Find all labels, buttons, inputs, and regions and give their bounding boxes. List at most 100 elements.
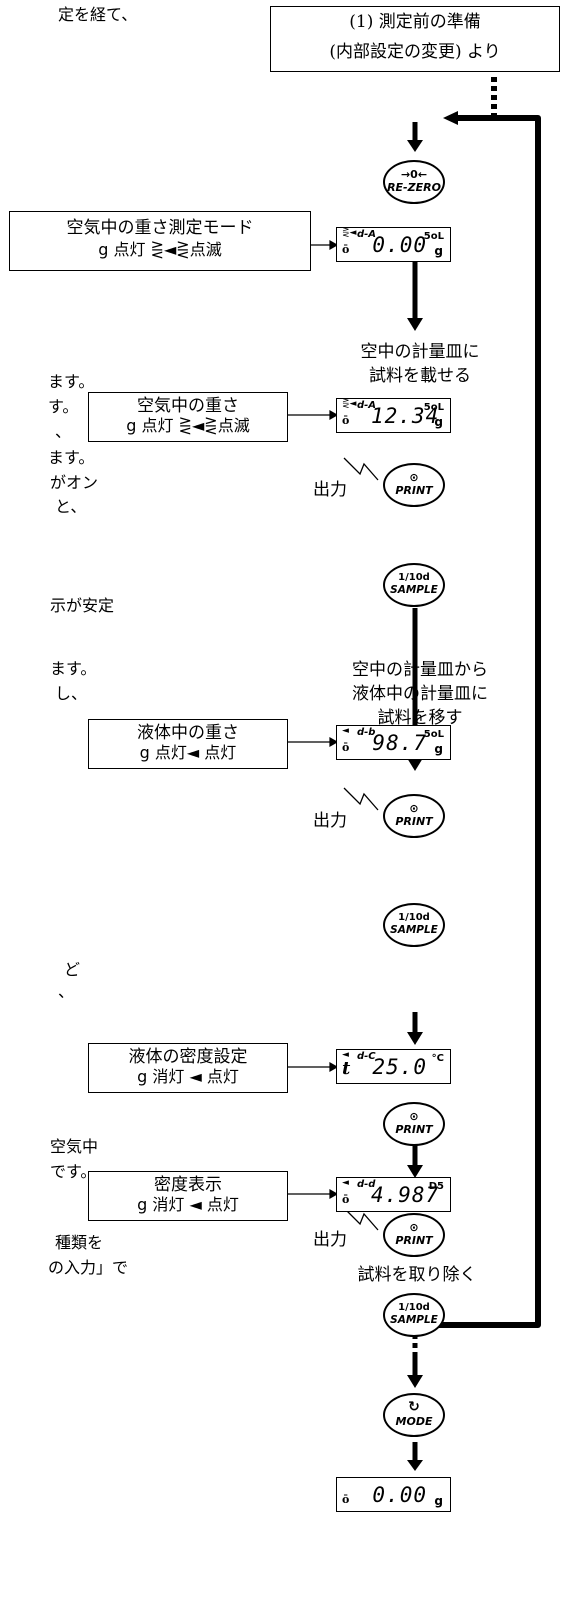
lcd-value: 12.34 bbox=[371, 404, 440, 428]
lcd-value: 98.7 bbox=[372, 731, 427, 755]
lcd-display: ⋛◄ ō d-A 0.00 5oL g bbox=[336, 227, 451, 262]
lcd-display: ō 0.00 g bbox=[336, 1477, 451, 1512]
mode-box-liquid-weight: 液体中の重さ g 点灯◄ 点灯 bbox=[88, 719, 288, 769]
print-button[interactable]: ⊙ PRINT bbox=[383, 1102, 445, 1146]
body-text-line: ます。 bbox=[50, 659, 97, 678]
sample-icon: 1/10d bbox=[398, 912, 430, 923]
output-label: 出力 bbox=[313, 1230, 347, 1250]
button-label: PRINT bbox=[395, 1123, 433, 1136]
down-arrow bbox=[407, 318, 423, 331]
button-label: SAMPLE bbox=[390, 584, 438, 596]
down-arrow bbox=[407, 758, 423, 771]
header-line-1: (1) 測定前の準備 bbox=[349, 12, 481, 32]
body-text-line: 、 bbox=[58, 982, 75, 1001]
zero-mark-icon: ō bbox=[342, 1193, 350, 1206]
sample-icon: 1/10d bbox=[398, 572, 430, 583]
button-label: SAMPLE bbox=[390, 1314, 438, 1326]
rezero-icon: →0← bbox=[400, 168, 428, 181]
mode-title: 液体中の重さ bbox=[137, 723, 239, 743]
print-icon: ⊙ bbox=[409, 1221, 419, 1234]
sample-button[interactable]: 1/10d SAMPLE bbox=[383, 1293, 445, 1337]
body-text-line: と、 bbox=[55, 497, 87, 516]
mode-title: 密度表示 bbox=[154, 1175, 222, 1195]
mode-title: 空気中の重さ bbox=[137, 396, 239, 416]
stable-mark-icon: ◄ bbox=[342, 1050, 349, 1060]
stable-mark-icon: ⋛◄ bbox=[342, 228, 357, 238]
body-text-line: 種類を bbox=[55, 1233, 104, 1252]
body-text-line: 示が安定 bbox=[50, 596, 115, 615]
button-label: PRINT bbox=[395, 1234, 433, 1247]
zero-mark-icon: ō bbox=[342, 243, 350, 256]
button-label: RE-ZERO bbox=[387, 181, 441, 194]
down-arrow bbox=[407, 1375, 423, 1388]
body-text-line: がオン bbox=[50, 473, 99, 492]
mode-box-air-weighing: 空気中の重さ測定モード g 点灯 ⋛◄⋛点滅 bbox=[9, 211, 311, 271]
print-icon: ⊙ bbox=[409, 1110, 419, 1123]
lcd-display: ◄ ō d-b 98.7 5oL g bbox=[336, 725, 451, 760]
print-button[interactable]: ⊙ PRINT bbox=[383, 1213, 445, 1257]
output-label: 出力 bbox=[313, 811, 347, 831]
loop-arrowhead bbox=[443, 111, 458, 125]
lcd-display: ◄ ō d-d 4.987 D5 bbox=[336, 1177, 451, 1212]
stable-mark-icon: ◄ bbox=[342, 726, 349, 736]
move-sample-label: 空中の計量皿から 液体中の計量皿に 試料を移す bbox=[352, 660, 488, 728]
stable-mark-icon: ⋛◄ bbox=[342, 399, 357, 409]
body-text-line: ます。 bbox=[48, 372, 95, 391]
body-text-line: ます。 bbox=[48, 448, 95, 467]
mode-indicator: g 消灯 ◄ 点灯 bbox=[137, 1195, 239, 1214]
zero-mark-icon: ō bbox=[342, 414, 350, 427]
place-sample-label: 空中の計量皿に 試料を載せる bbox=[360, 342, 480, 386]
body-text-line: 空気中 bbox=[50, 1137, 99, 1156]
lcd-value: 25.0 bbox=[372, 1055, 427, 1079]
lcd-value: 4.987 bbox=[371, 1183, 440, 1207]
body-text-line: 定を経て、 bbox=[58, 5, 138, 24]
print-button[interactable]: ⊙ PRINT bbox=[383, 463, 445, 507]
rezero-button[interactable]: →0← RE-ZERO bbox=[383, 160, 445, 204]
mode-box-liquid-density: 液体の密度設定 g 消灯 ◄ 点灯 bbox=[88, 1043, 288, 1093]
sample-icon: 1/10d bbox=[398, 1302, 430, 1313]
body-text-line: ど bbox=[64, 960, 81, 979]
print-icon: ⊙ bbox=[409, 802, 419, 815]
lcd-display: ⋛◄ ō d-A 12.34 5oL g bbox=[336, 398, 451, 433]
lcd-value: 0.00 bbox=[372, 1483, 427, 1507]
mode-indicator: g 点灯 ⋛◄⋛点滅 bbox=[98, 240, 222, 259]
mode-title: 液体の密度設定 bbox=[128, 1047, 248, 1067]
button-label: PRINT bbox=[395, 815, 433, 828]
button-label: MODE bbox=[395, 1415, 433, 1428]
down-arrow bbox=[407, 1460, 423, 1471]
button-label: SAMPLE bbox=[390, 924, 438, 936]
mode-box-air-weight: 空気中の重さ g 点灯 ⋛◄⋛点滅 bbox=[88, 392, 288, 442]
mode-indicator: g 点灯 ⋛◄⋛点滅 bbox=[126, 416, 250, 435]
stable-mark-icon: ◄ bbox=[342, 1178, 349, 1188]
lcd-value: 0.00 bbox=[372, 233, 427, 257]
sample-button[interactable]: 1/10d SAMPLE bbox=[383, 903, 445, 947]
sample-button[interactable]: 1/10d SAMPLE bbox=[383, 563, 445, 607]
mode-indicator: g 消灯 ◄ 点灯 bbox=[137, 1067, 239, 1086]
zero-mark-icon: ō bbox=[342, 1493, 350, 1506]
mode-button[interactable]: ↻ MODE bbox=[383, 1393, 445, 1437]
down-arrow bbox=[407, 1032, 423, 1045]
button-label: PRINT bbox=[395, 484, 433, 497]
pointer-arrows bbox=[287, 239, 339, 1200]
output-signal-icon bbox=[343, 457, 379, 1231]
mode-box-density: 密度表示 g 消灯 ◄ 点灯 bbox=[88, 1171, 288, 1221]
cycle-icon: ↻ bbox=[408, 1399, 420, 1415]
mode-title: 空気中の重さ測定モード bbox=[66, 218, 254, 238]
print-button[interactable]: ⊙ PRINT bbox=[383, 794, 445, 838]
body-text-line: し、 bbox=[55, 684, 88, 703]
zero-mark-icon: ō bbox=[342, 741, 350, 754]
down-arrow bbox=[407, 1165, 423, 1178]
remove-sample-label: 試料を取り除く bbox=[357, 1265, 477, 1285]
header-line-2: (内部設定の変更) より bbox=[329, 42, 501, 62]
body-text-line: 、 bbox=[55, 422, 72, 441]
header-box: (1) 測定前の準備 (内部設定の変更) より bbox=[270, 6, 560, 72]
lcd-display: ◄ t d-C 25.0 °C bbox=[336, 1049, 451, 1084]
print-icon: ⊙ bbox=[409, 471, 419, 484]
mode-indicator: g 点灯◄ 点灯 bbox=[139, 743, 237, 762]
body-text-line: の入力」で bbox=[48, 1258, 129, 1277]
temperature-prefix: t bbox=[342, 1058, 351, 1079]
body-text-line: す。 bbox=[48, 397, 79, 416]
down-arrow bbox=[407, 140, 423, 152]
body-text-line: です。 bbox=[50, 1162, 97, 1181]
